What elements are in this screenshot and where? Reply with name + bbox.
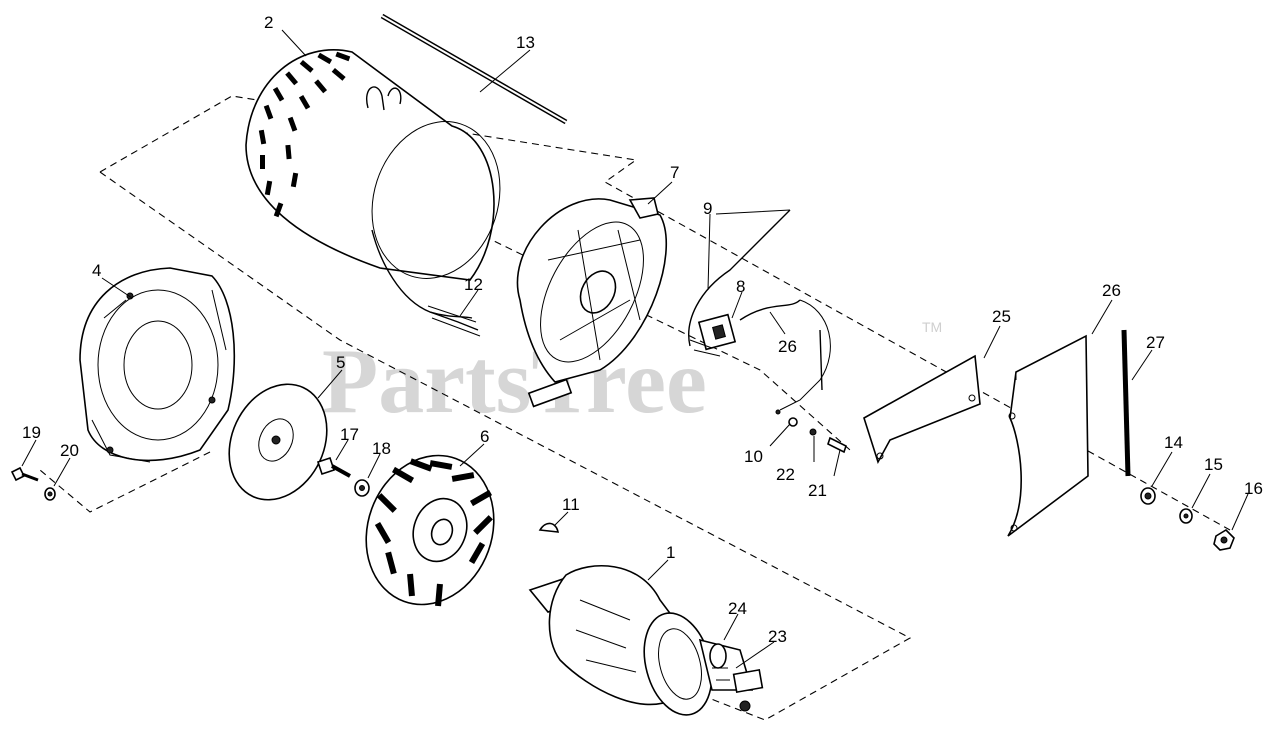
callout-21[interactable]: 21 (808, 481, 827, 500)
callout-25[interactable]: 25 (992, 307, 1011, 326)
callout-24[interactable]: 24 (728, 599, 747, 618)
cooling-fan[interactable] (346, 437, 515, 622)
left-guide-line (39, 451, 211, 513)
upper-guide-line (99, 95, 1231, 531)
callout-8[interactable]: 8 (736, 277, 745, 296)
seal-strip[interactable] (1121, 329, 1131, 477)
callout-18[interactable]: 18 (372, 439, 391, 458)
bearing-24[interactable] (709, 643, 727, 669)
rotor-assembly[interactable] (528, 565, 764, 723)
callout-13[interactable]: 13 (516, 33, 535, 52)
screw-19[interactable] (10, 466, 39, 482)
leader-lines (21, 29, 1249, 669)
brush-holder[interactable] (688, 209, 791, 357)
callout-16[interactable]: 16 (1244, 479, 1263, 498)
callout-5[interactable]: 5 (336, 353, 345, 372)
callout-14[interactable]: 14 (1164, 433, 1183, 452)
callout-19[interactable]: 19 (22, 423, 41, 442)
callout-10[interactable]: 10 (744, 447, 763, 466)
callout-7[interactable]: 7 (670, 163, 679, 182)
callout-labels: 2 13 7 9 8 26 12 4 5 6 17 18 19 20 11 1 … (22, 13, 1263, 646)
callout-22[interactable]: 22 (776, 465, 795, 484)
washer-20[interactable] (44, 487, 56, 501)
through-bolt[interactable] (380, 13, 568, 125)
washer-15[interactable] (1179, 508, 1193, 524)
callout-20[interactable]: 20 (60, 441, 79, 460)
callout-9[interactable]: 9 (703, 199, 712, 218)
side-panel-26[interactable] (1007, 334, 1089, 537)
callout-6[interactable]: 6 (480, 427, 489, 446)
side-panel-25[interactable] (863, 354, 981, 465)
woodruff-key[interactable] (538, 522, 560, 533)
callout-27[interactable]: 27 (1146, 333, 1165, 352)
callout-26-right[interactable]: 26 (1102, 281, 1121, 300)
callout-11[interactable]: 11 (562, 495, 580, 514)
callout-4[interactable]: 4 (92, 261, 101, 280)
rear-bearing-carrier[interactable] (516, 197, 668, 408)
blower-housing[interactable] (79, 267, 236, 463)
wire-harness[interactable] (739, 299, 831, 411)
callout-26-center[interactable]: 26 (778, 337, 797, 356)
callout-12[interactable]: 12 (464, 275, 483, 294)
callout-15[interactable]: 15 (1204, 455, 1223, 474)
hardware-10-22-21[interactable] (775, 409, 847, 454)
slip-ring-23[interactable] (712, 667, 730, 681)
nut-16[interactable] (1213, 528, 1235, 551)
watermark-text: PartsTree (322, 330, 707, 432)
callout-1[interactable]: 1 (666, 543, 675, 562)
bolt-17[interactable] (316, 456, 351, 478)
callout-17[interactable]: 17 (340, 425, 359, 444)
lower-guide-line (99, 171, 912, 721)
stator-leads[interactable] (427, 305, 481, 337)
callout-2[interactable]: 2 (264, 13, 273, 32)
washer-14[interactable] (1140, 487, 1156, 505)
washer-18[interactable] (354, 479, 370, 497)
watermark-trademark: TM (922, 319, 942, 335)
callout-23[interactable]: 23 (768, 627, 787, 646)
